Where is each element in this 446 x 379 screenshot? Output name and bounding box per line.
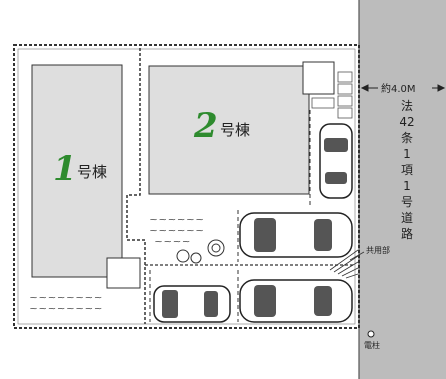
utility-pole-label: 電柱 <box>364 340 380 350</box>
lot-divider <box>126 48 146 324</box>
building-2-porch <box>302 61 335 95</box>
plant-icon <box>176 239 225 264</box>
building-2-number: 2 <box>193 106 218 146</box>
road-char-4: 1 <box>403 147 411 161</box>
svg-text:⁓ ⁓ ⁓ ⁓ ⁓ ⁓ ⁓ ⁓: ⁓ ⁓ ⁓ ⁓ ⁓ ⁓ ⁓ ⁓ <box>30 294 102 302</box>
walkway <box>311 71 353 119</box>
road-char-6: 1 <box>403 179 411 193</box>
car-icon <box>153 285 231 323</box>
utility-pole-icon <box>367 330 375 338</box>
building-1-number: 1 <box>53 149 77 189</box>
road-char-2: 42 <box>399 115 414 129</box>
building-1-suffix: 号棟 <box>77 163 107 181</box>
parking-markings <box>149 110 311 322</box>
svg-text:⁓ ⁓ ⁓ ⁓ ⁓ ⁓ ⁓ ⁓: ⁓ ⁓ ⁓ ⁓ ⁓ ⁓ ⁓ ⁓ <box>30 305 102 313</box>
car-icon <box>239 279 353 323</box>
svg-text:⁓ ⁓ ⁓ ⁓ ⁓ ⁓: ⁓ ⁓ ⁓ ⁓ ⁓ ⁓ <box>150 216 203 224</box>
svg-text:⁓ ⁓ ⁓ ⁓: ⁓ ⁓ ⁓ ⁓ <box>155 238 190 246</box>
garden-area: ⁓ ⁓ ⁓ ⁓ ⁓ ⁓ ⁓ ⁓ ⁓ ⁓ ⁓ ⁓ ⁓ ⁓ ⁓ ⁓ ⁓ ⁓ ⁓ ⁓ … <box>30 216 203 313</box>
road-char-1: 法 <box>401 99 413 113</box>
road-char-8: 道 <box>401 211 413 225</box>
road-char-5: 項 <box>401 163 413 177</box>
road-char-7: 号 <box>401 195 413 209</box>
building-1: 1 号棟 <box>31 64 123 278</box>
svg-text:⁓ ⁓ ⁓ ⁓ ⁓ ⁓: ⁓ ⁓ ⁓ ⁓ ⁓ ⁓ <box>150 227 203 235</box>
building-2-suffix: 号棟 <box>220 121 250 139</box>
road-strip <box>359 0 446 379</box>
common-area <box>329 249 359 279</box>
road-designation: 法 42 条 1 項 1 号 道 路 <box>399 99 414 241</box>
building-2: 2 号棟 <box>148 65 310 195</box>
car-icon <box>239 212 353 258</box>
building-2-footprint <box>148 65 310 195</box>
road-width-label: 約4.0M <box>381 82 416 95</box>
building-1-footprint <box>31 64 123 278</box>
site-boundary <box>13 44 360 329</box>
car-icon <box>319 123 353 199</box>
common-area-label: 共用部 <box>366 245 390 255</box>
road-char-3: 条 <box>401 131 413 145</box>
road-char-9: 路 <box>401 226 413 241</box>
building-1-porch <box>106 257 141 289</box>
